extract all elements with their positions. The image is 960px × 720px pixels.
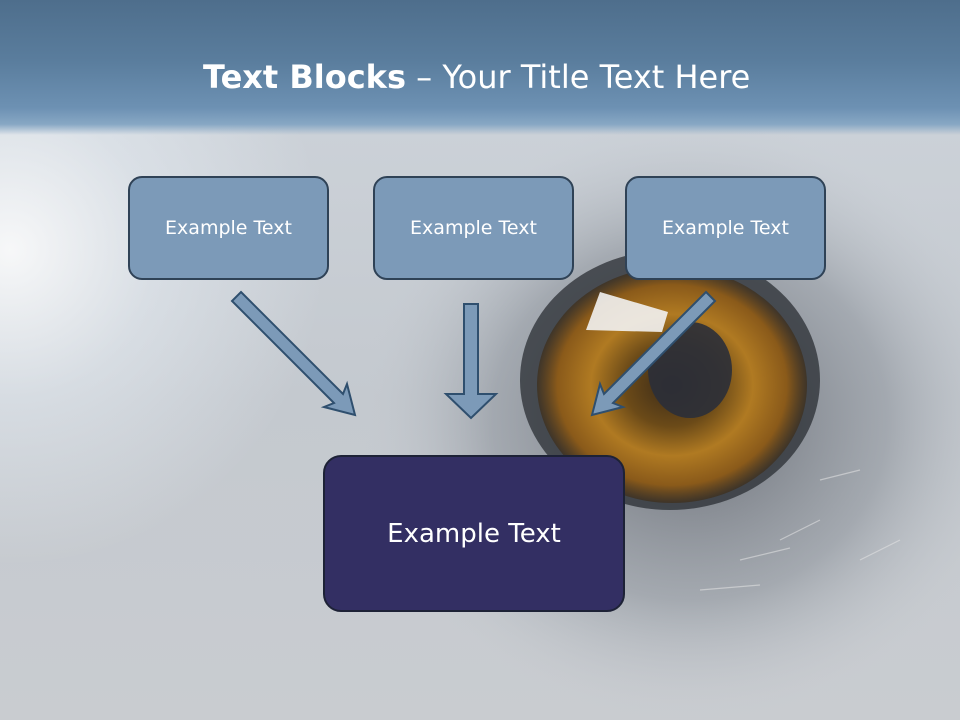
text-block-3[interactable]: Example Text xyxy=(625,176,826,280)
title-bar: Text Blocks – Your Title Text Here xyxy=(0,0,960,135)
title-rest: Your Title Text Here xyxy=(442,58,751,96)
text-block-3-label: Example Text xyxy=(662,217,789,239)
text-block-1[interactable]: Example Text xyxy=(128,176,329,280)
slide-title: Text Blocks – Your Title Text Here xyxy=(203,55,750,99)
main-text-block[interactable]: Example Text xyxy=(323,455,625,612)
text-block-1-label: Example Text xyxy=(165,217,292,239)
title-bold-part: Text Blocks xyxy=(203,58,406,96)
eye-highlight xyxy=(586,292,668,332)
arrow-left-diagonal xyxy=(230,290,357,417)
arrow-right-diagonal xyxy=(590,290,717,417)
arrow-center-down xyxy=(443,303,499,420)
text-block-2-label: Example Text xyxy=(410,217,537,239)
text-block-2[interactable]: Example Text xyxy=(373,176,574,280)
title-dash: – xyxy=(406,58,443,96)
main-text-block-label: Example Text xyxy=(387,518,561,549)
